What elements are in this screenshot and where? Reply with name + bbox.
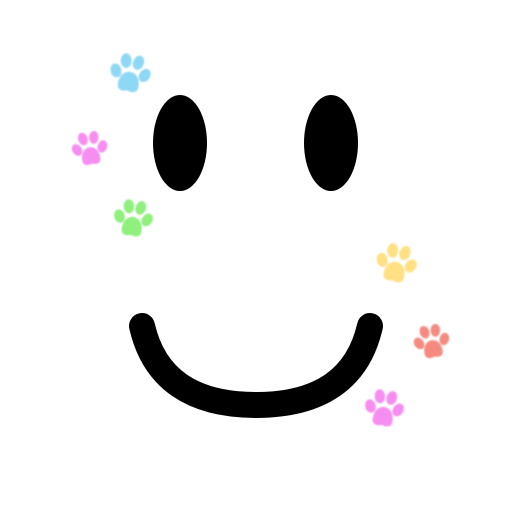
paw-print-green-icon bbox=[109, 196, 158, 239]
left-eye bbox=[153, 95, 207, 191]
smile-mouth bbox=[129, 313, 383, 419]
paw-prints bbox=[67, 49, 455, 429]
paw-print-pink-icon bbox=[67, 128, 112, 168]
right-eye bbox=[304, 95, 358, 191]
paw-print-magenta-icon bbox=[360, 386, 409, 429]
paw-print-red-icon bbox=[409, 320, 455, 361]
paw-print-blue-icon bbox=[104, 49, 156, 96]
paw-print-yellow-icon bbox=[370, 239, 423, 286]
